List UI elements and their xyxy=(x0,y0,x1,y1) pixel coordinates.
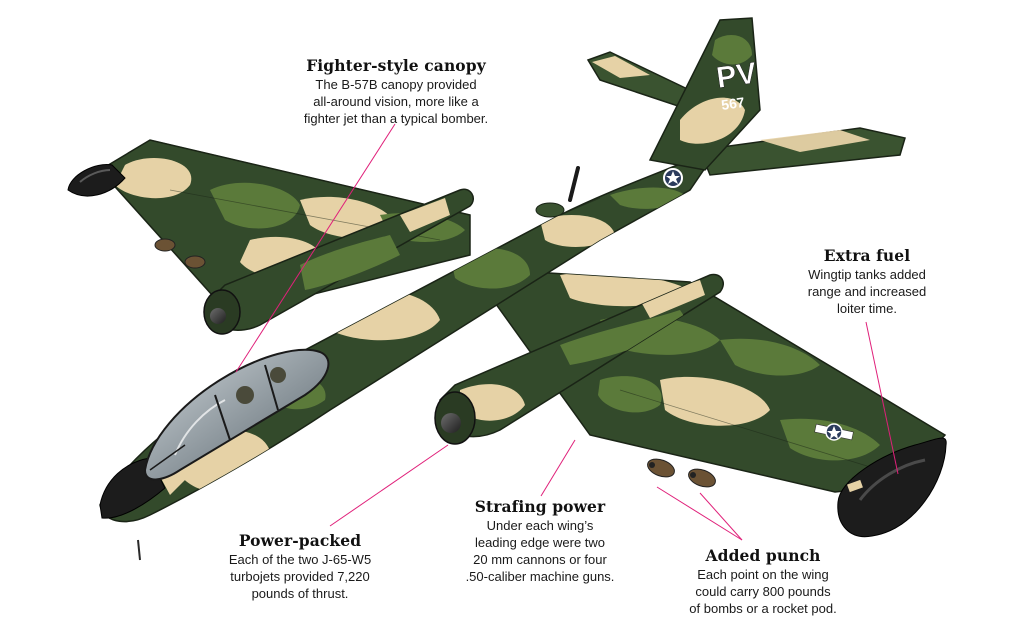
leader-line-canopy xyxy=(235,123,396,373)
callout-body: Each point on the wing could carry 800 p… xyxy=(689,567,837,616)
callout-body: Under each wing’s leading edge were two … xyxy=(465,518,615,584)
tail-code: PV xyxy=(714,57,758,95)
right-engine-nacelle xyxy=(434,273,724,445)
left-engine-nacelle xyxy=(203,188,474,335)
right-wingtip-tank xyxy=(837,437,947,538)
callout-fighter-style-canopy: Fighter-style canopy The B-57B canopy pr… xyxy=(280,56,512,127)
leader-line-power-packed xyxy=(329,444,449,527)
callout-power-packed: Power-packed Each of the two J-65-W5 tur… xyxy=(222,531,378,602)
tail-number: 567 xyxy=(720,94,746,113)
callout-title: Fighter-style canopy xyxy=(306,56,486,75)
left-wingtip-tank xyxy=(67,164,126,197)
vertical-tail-fin: PV 567 xyxy=(648,17,761,171)
callout-title: Power-packed xyxy=(238,531,362,550)
leader-lines xyxy=(235,123,899,541)
callout-body: Each of the two J-65-W5 turbojets provid… xyxy=(228,552,372,601)
callout-title: Strafing power xyxy=(474,497,606,516)
right-horizontal-stabilizer xyxy=(698,127,906,176)
callout-body: The B-57B canopy provided all-around vis… xyxy=(303,77,489,126)
callout-extra-fuel: Extra fuel Wingtip tanks added range and… xyxy=(784,246,950,317)
right-wing-star-insignia xyxy=(814,423,854,441)
callout-title: Extra fuel xyxy=(823,246,911,265)
callout-strafing-power: Strafing power Under each wing’s leading… xyxy=(456,497,624,585)
leader-line-strafing-power xyxy=(540,439,576,497)
leader-line-added-punch-a xyxy=(656,486,743,541)
callout-body: Wingtip tanks added range and increased … xyxy=(807,267,927,316)
left-underwing-stores xyxy=(154,238,206,269)
fuselage-star-insignia xyxy=(663,168,683,188)
leader-line-extra-fuel xyxy=(865,321,899,475)
right-underwing-stores xyxy=(647,458,716,488)
fighter-style-canopy xyxy=(143,348,330,481)
callout-added-punch: Added punch Each point on the wing could… xyxy=(678,546,848,617)
leader-line-added-punch-b xyxy=(699,492,743,541)
callout-title: Added punch xyxy=(705,546,821,565)
